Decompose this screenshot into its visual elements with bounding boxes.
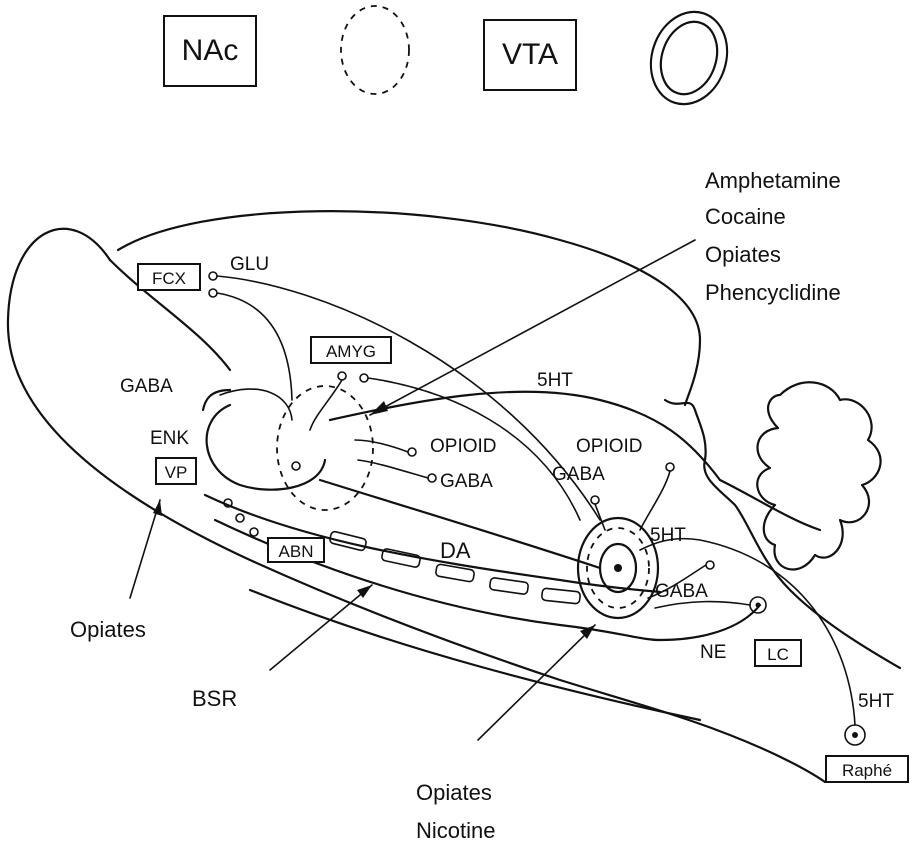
abn-neuron-3 (250, 528, 258, 536)
gaba-mid-label: GABA (440, 471, 493, 492)
arrow-nac-drugs (370, 240, 695, 415)
vta-drug-1: Opiates (416, 780, 492, 805)
ne-to-vta (655, 602, 750, 608)
amyg-neuron-1 (338, 372, 346, 380)
raphe-label: Raphé (842, 761, 892, 780)
opioid-to-vta (640, 471, 670, 530)
brain-outer-ventral-line (8, 229, 825, 782)
fcx-neuron-2 (209, 289, 217, 297)
gaba-neuron-nac (428, 474, 436, 482)
nac-neuron-out (292, 462, 300, 470)
legend-vta-ring-outer (639, 2, 738, 114)
arrow-bsr (270, 585, 372, 670)
opioid-to-nac (355, 440, 408, 452)
da-segment-4 (489, 577, 528, 594)
vp-label: VP (165, 463, 188, 482)
legend-nac-label: NAc (182, 34, 239, 67)
legend-vta-label: VTA (502, 38, 558, 71)
opioid-mid-label: OPIOID (430, 436, 497, 457)
arrows (130, 240, 695, 740)
mfb-tail (660, 605, 760, 640)
5ht-right-label: 5HT (650, 525, 686, 546)
gaba-lower-label: GABA (655, 581, 708, 602)
nac-drug-2: Cocaine (705, 204, 786, 229)
fcx-neuron-1 (209, 272, 217, 280)
da-segment-5 (541, 588, 580, 604)
arrow-vp-opiates-head (153, 500, 162, 516)
enk-label: ENK (150, 428, 189, 449)
abn-label: ABN (279, 542, 314, 561)
vta-center-dot (614, 564, 622, 572)
gaba-left-label: GABA (120, 376, 173, 397)
amyg-label: AMYG (326, 342, 376, 361)
amyg-to-nac (310, 380, 342, 430)
ne-label: NE (700, 642, 726, 663)
projections (203, 272, 865, 745)
da-label: DA (440, 538, 471, 563)
lc-neuron-dot (756, 603, 761, 608)
region-boxes: FCX AMYG VP ABN LC Raphé (138, 264, 908, 782)
vta-drug-2: Nicotine (416, 818, 495, 843)
opioid-right-label: OPIOID (576, 436, 643, 457)
fcx-label: FCX (152, 269, 186, 288)
da-segment-1 (329, 531, 367, 551)
amyg-neuron-2 (360, 374, 368, 382)
arrow-vp-opiates (130, 500, 160, 598)
nac-drug-1: Amphetamine (705, 168, 841, 193)
gaba-neuron-vta (591, 496, 599, 504)
abn-neuron-2 (236, 514, 244, 522)
5ht-raphe-to-vta (640, 539, 855, 725)
nac-drug-4: Phencyclidine (705, 280, 841, 305)
legend: NAc VTA (164, 2, 739, 114)
legend-nac-dashed-symbol (341, 6, 409, 94)
lc-label: LC (767, 645, 789, 664)
opioid-neuron (408, 448, 416, 456)
vta-region (578, 518, 658, 618)
inner-loop-striatum (207, 405, 325, 490)
bsr-label: BSR (192, 686, 237, 711)
nac-drug-3: Opiates (705, 242, 781, 267)
glu-label: GLU (230, 254, 269, 275)
arrow-vta-drugs (478, 625, 595, 740)
gaba-right-label: GABA (552, 464, 605, 485)
gaba-neuron-lower (706, 561, 714, 569)
hindbrain-dorsal-line (665, 400, 900, 668)
glu-to-nac (217, 293, 292, 400)
5ht-top-label: 5HT (537, 370, 573, 391)
vp-drug-label: Opiates (70, 617, 146, 642)
arrow-nac-drugs-head (370, 401, 388, 415)
glu-to-vta (217, 276, 600, 520)
cortex-dorsal-line (118, 211, 700, 405)
5ht-bottom-label: 5HT (858, 691, 894, 712)
raphe-neuron-dot (852, 732, 858, 738)
opioid-neuron-vta (666, 463, 674, 471)
cerebellum (757, 382, 880, 569)
